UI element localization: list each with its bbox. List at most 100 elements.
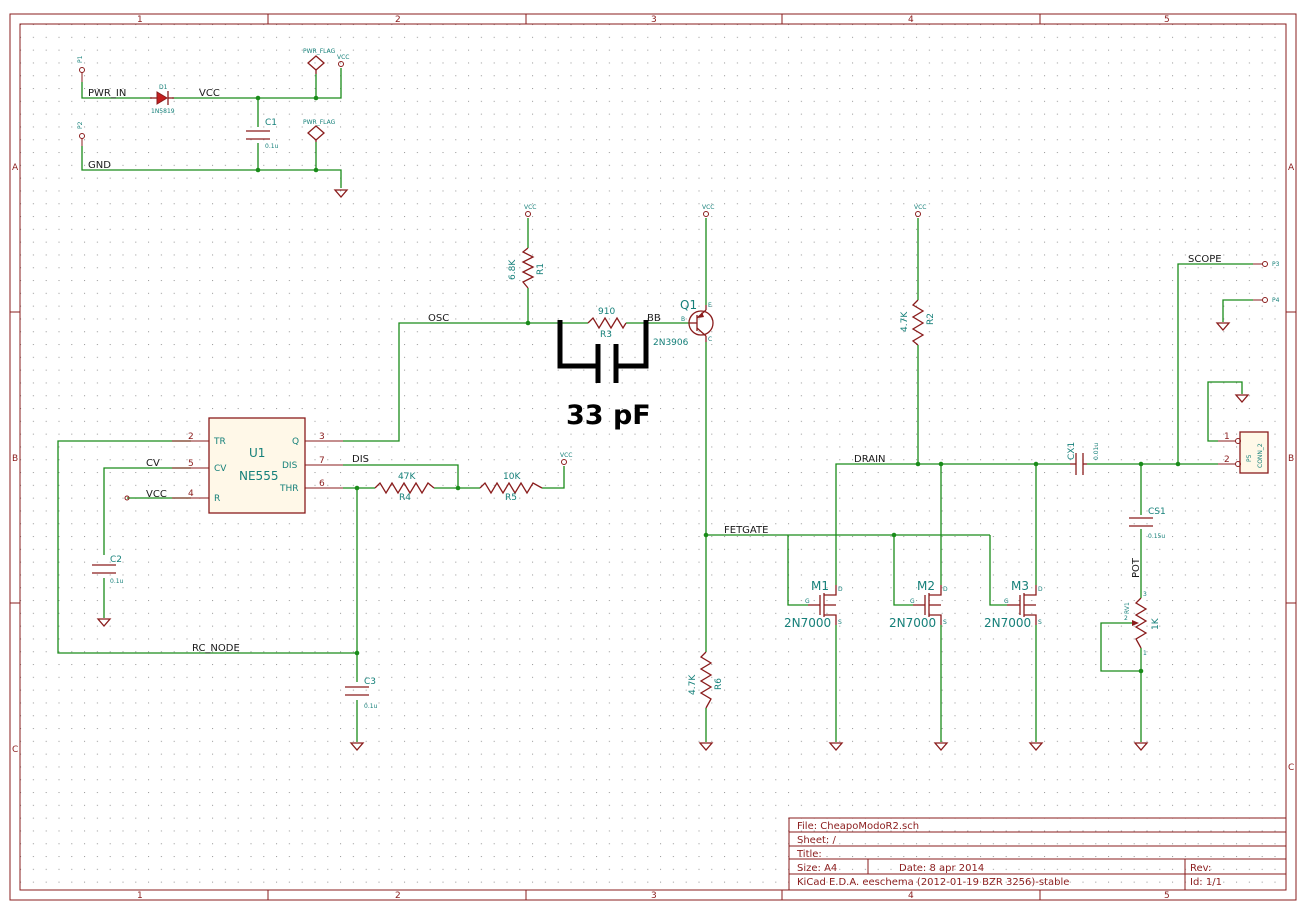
mosfet-m2-value: 2N7000 (889, 616, 936, 630)
m2-pin-d: D (943, 586, 948, 593)
vcc-symbol-q1-label: VCC (702, 204, 714, 211)
p5-pin-1: 1 (1224, 432, 1230, 442)
row-label-c-left: C (12, 745, 18, 755)
title-block-id: Id: 1/1 (1190, 877, 1222, 888)
resistor-r1[interactable]: 6.8K R1 (508, 247, 546, 289)
mosfet-m3[interactable]: M3 2N7000 G D S (984, 579, 1043, 630)
col-label-3-top: 3 (651, 15, 657, 25)
net-label-fetgate: FETGATE (724, 525, 768, 536)
gnd-symbol-r6 (698, 742, 714, 751)
vcc-symbol-r5-label: VCC (560, 452, 572, 459)
wires (57, 68, 1253, 742)
gnd-symbol-m2 (933, 742, 949, 751)
vcc-symbol-r1-label: VCC (524, 204, 536, 211)
title-block-date: Date: 8 apr 2014 (899, 863, 984, 874)
ic-u1-ne555[interactable]: 2 5 4 3 7 6 TR CV R Q DIS THR U1 NE555 (172, 417, 343, 514)
vcc-reset-pin (124, 495, 130, 501)
mosfet-m2-ref: M2 (917, 579, 935, 593)
connector-p2[interactable]: P2 (77, 121, 85, 146)
capacitor-c1[interactable]: C1 0.1u (246, 118, 279, 150)
capacitor-cs1-ref: CS1 (1148, 507, 1166, 517)
u1-pin-num-dis: 7 (319, 456, 325, 466)
vcc-symbol-r1: VCC (524, 204, 536, 217)
capacitor-cx1[interactable]: CX1 0.01u (1067, 442, 1100, 475)
gnd-symbol-m1 (828, 742, 844, 751)
sheet-frame (9, 13, 1297, 901)
mosfet-m2[interactable]: M2 2N7000 G D S (889, 579, 948, 630)
col-label-4-top: 4 (908, 15, 914, 25)
transistor-q1-value: 2N3906 (653, 338, 689, 348)
vcc-symbol-r5: VCC (560, 452, 572, 465)
pwr-flag-1: PWR_FLAG (303, 48, 336, 74)
u1-pin-num-thr: 6 (319, 479, 325, 489)
potentiometer-rv1-value: 1K (1151, 617, 1161, 630)
connector-p4[interactable]: P4 (1253, 297, 1280, 304)
title-block-tool: KiCad E.D.A. eeschema (2012-01-19 BZR 32… (797, 877, 1069, 888)
col-label-2-top: 2 (395, 15, 401, 25)
u1-pin-num-cv: 5 (188, 459, 194, 469)
connector-p3[interactable]: P3 (1253, 261, 1280, 268)
capacitor-c2-ref: C2 (110, 555, 122, 565)
gnd-symbol-c2 (96, 618, 112, 627)
resistor-r2-ref: R2 (926, 313, 936, 325)
row-label-a-left: A (12, 163, 19, 173)
net-label-osc: OSC (428, 313, 449, 324)
resistor-r5[interactable]: 10K R5 (479, 472, 543, 503)
title-block-title: Title: (796, 849, 822, 860)
net-label-rc-node: RC_NODE (192, 643, 240, 654)
diode-d1-ref: D1 (159, 84, 168, 91)
resistor-r6[interactable]: 4.7K R6 (688, 651, 724, 709)
resistor-r3[interactable]: 910 R3 (587, 307, 627, 340)
col-label-1-bottom: 1 (137, 891, 143, 901)
connector-p4-ref: P4 (1272, 297, 1280, 304)
resistor-r2[interactable]: 4.7K R2 (900, 299, 936, 346)
m2-pin-g: G (910, 598, 915, 605)
resistor-r1-ref: R1 (536, 263, 546, 275)
net-label-cv: CV (146, 458, 160, 469)
potentiometer-rv1[interactable]: RV1 1K 3 1 2 (1124, 591, 1161, 657)
vcc-symbol-r2: VCC (914, 204, 926, 217)
capacitor-cs1-value: 0.15u (1148, 533, 1165, 540)
resistor-r5-ref: R5 (505, 493, 517, 503)
diode-d1-value: 1N5819 (151, 108, 175, 115)
capacitor-c2-value: 0.1u (110, 578, 124, 585)
resistor-r2-value: 4.7K (900, 311, 910, 332)
resistor-r4-ref: R4 (399, 493, 411, 503)
u1-pin-num-tr: 2 (188, 432, 194, 442)
m1-pin-d: D (838, 586, 843, 593)
q1-pin-b: B (681, 316, 685, 323)
capacitor-c3[interactable]: C3 0.1u (345, 677, 378, 710)
m3-pin-s: S (1038, 619, 1042, 626)
mosfet-m1-ref: M1 (811, 579, 829, 593)
net-label-vcc-reset: VCC (146, 489, 167, 500)
capacitor-c3-ref: C3 (364, 677, 376, 687)
u1-pin-name-tr: TR (213, 437, 226, 447)
m3-pin-d: D (1038, 586, 1043, 593)
vcc-symbol-1: VCC (337, 54, 349, 67)
capacitor-c1-ref: C1 (265, 118, 277, 128)
border-labels: 1 2 3 4 5 1 2 3 4 5 A B C A B C (12, 15, 1295, 901)
capacitor-c2[interactable]: C2 0.1u (92, 555, 124, 585)
row-label-c-right: C (1288, 763, 1294, 773)
transistor-q1[interactable]: B C E Q1 2N3906 (653, 298, 714, 348)
connector-p5[interactable]: 1 2 P5 CONN_2 (1218, 431, 1269, 474)
pwr-flag-2: PWR_FLAG (303, 119, 336, 142)
row-label-b-right: B (1288, 454, 1294, 464)
m2-pin-s: S (943, 619, 947, 626)
diode-d1[interactable]: D1 1N5819 (150, 84, 175, 115)
capacitor-cx1-value: 0.01u (1093, 443, 1100, 460)
u1-pin-name-dis: DIS (282, 461, 298, 471)
col-label-5-bottom: 5 (1164, 891, 1170, 901)
connector-p1[interactable]: P1 (77, 55, 85, 82)
mosfet-m3-value: 2N7000 (984, 616, 1031, 630)
capacitor-cs1[interactable]: CS1 0.15u (1129, 507, 1166, 540)
rv1-pin-3: 3 (1143, 591, 1147, 598)
net-label-pwr-in: PWR_IN (88, 88, 126, 99)
mosfet-m1[interactable]: M1 2N7000 G D S (784, 579, 843, 630)
resistor-r4[interactable]: 47K R4 (374, 472, 435, 503)
resistor-r6-ref: R6 (714, 678, 724, 690)
col-label-5-top: 5 (1164, 15, 1170, 25)
title-block-file: File: CheapoModoR2.sch (797, 821, 919, 832)
potentiometer-rv1-ref: RV1 (1124, 602, 1131, 614)
u1-pin-name-q: Q (292, 437, 299, 447)
